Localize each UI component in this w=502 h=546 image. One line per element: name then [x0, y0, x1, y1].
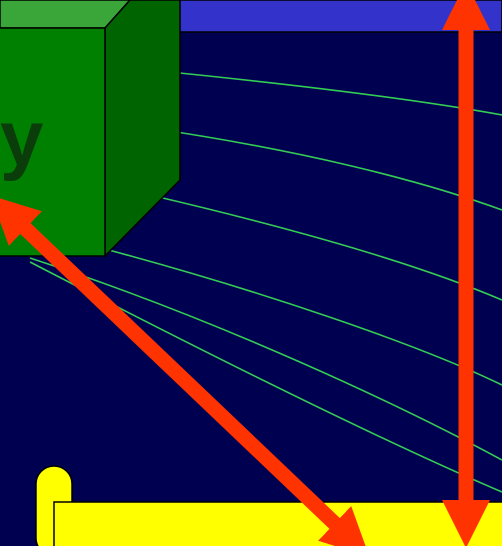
floor-slab	[53, 501, 502, 546]
floor-joint	[55, 503, 71, 546]
top-band	[149, 0, 502, 33]
diagonal-double-arrow	[0, 195, 370, 546]
cube-label: y	[0, 94, 43, 182]
